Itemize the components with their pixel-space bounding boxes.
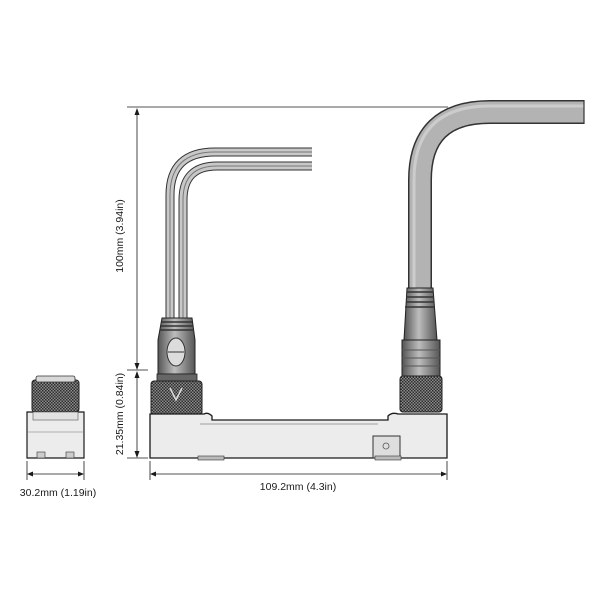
- right-cable: [408, 100, 585, 290]
- width-dimension: 30.2mm (1.19in): [20, 461, 96, 499]
- left-connector: [150, 317, 203, 416]
- length-label: 109.2mm (4.3in): [260, 481, 336, 493]
- height-total-dimension: 100mm (3.94in): [114, 106, 448, 371]
- height-body-label: 21.35mm (0.84in): [114, 373, 126, 455]
- right-connector: [399, 287, 443, 413]
- height-body-dimension: 21.35mm (0.84in): [114, 371, 148, 459]
- side-view: [26, 375, 85, 459]
- front-view: [149, 100, 585, 461]
- side-view-body: [26, 411, 85, 459]
- left-cable: [165, 147, 312, 318]
- length-dimension: 109.2mm (4.3in): [149, 461, 448, 493]
- height-total-label: 100mm (3.94in): [114, 199, 126, 273]
- width-label: 30.2mm (1.19in): [20, 487, 96, 499]
- main-body: [149, 412, 448, 461]
